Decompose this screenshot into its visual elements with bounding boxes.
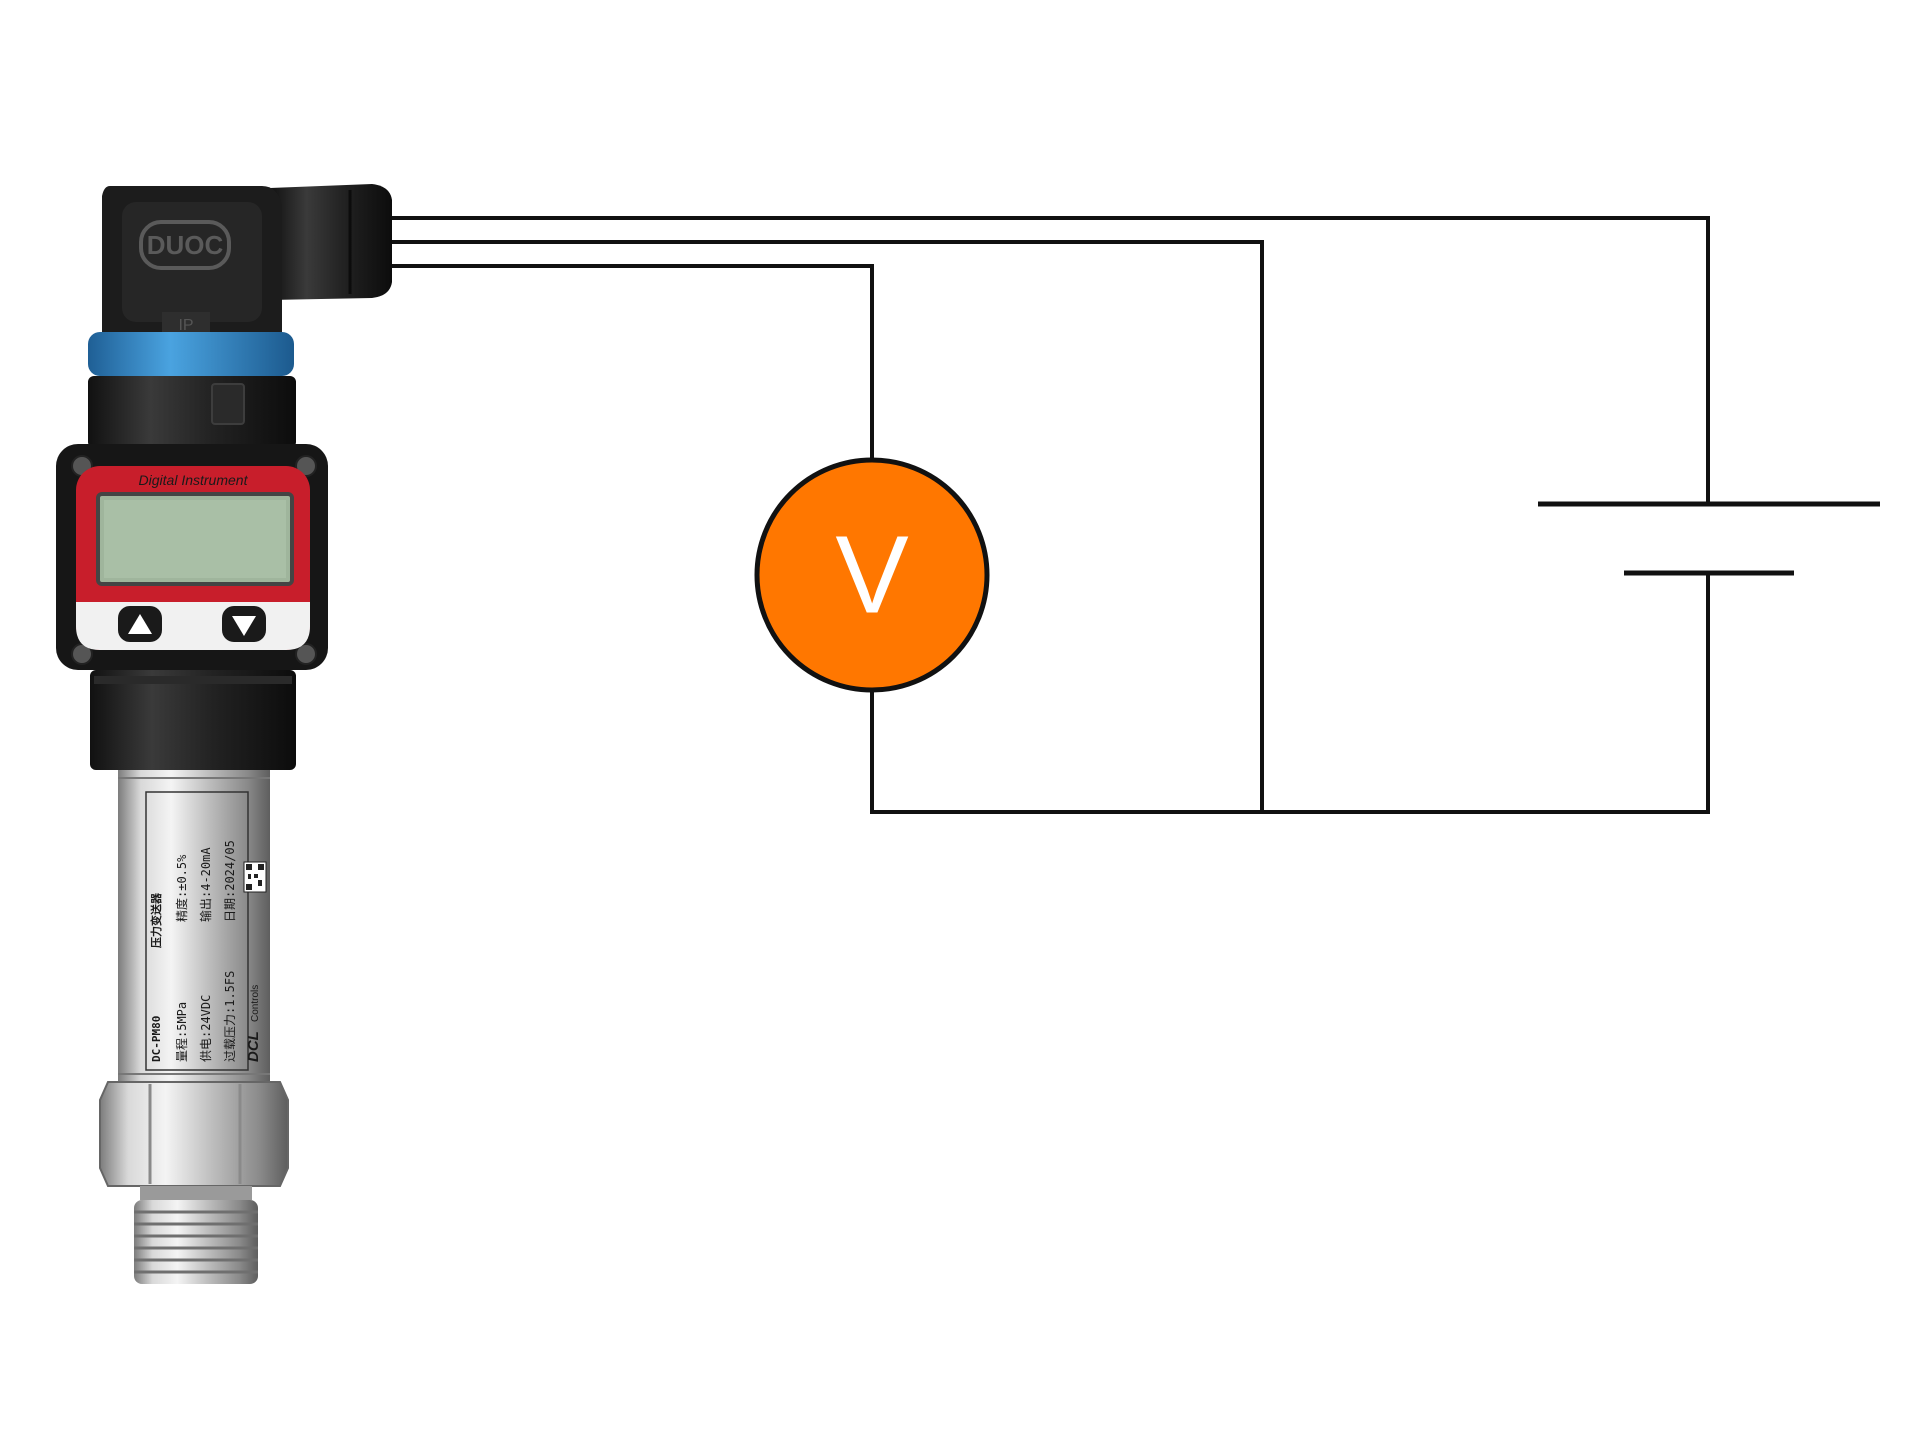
label-output: 输出:4-20mA bbox=[198, 847, 213, 922]
connector-brand-text: DUOC bbox=[147, 230, 224, 260]
connector-mark-text: IP bbox=[178, 317, 193, 334]
label-supply: 供电:24VDC bbox=[199, 995, 213, 1062]
voltmeter: V bbox=[754, 457, 990, 693]
label-brand: DCL bbox=[245, 1031, 262, 1062]
wire-bottom bbox=[390, 264, 874, 462]
label-date: 日期:2024/05 bbox=[223, 840, 237, 922]
display-header-text: Digital Instrument bbox=[139, 472, 249, 488]
label-overload: 过载压力:1.5FS bbox=[223, 971, 237, 1062]
nameplate: DC-PM80 压力变送器 量程:5MPa 精度:±0.5% 供电:24VDC … bbox=[145, 791, 267, 1071]
wiring bbox=[390, 216, 1710, 814]
lower-housing bbox=[90, 670, 296, 770]
connector-logo-badge bbox=[139, 220, 231, 270]
label-product: 压力变送器 bbox=[149, 892, 163, 948]
triangle-up-icon bbox=[128, 614, 152, 634]
label-accuracy: 精度:±0.5% bbox=[174, 854, 189, 922]
threaded-fitting bbox=[134, 1200, 258, 1284]
pressure-transmitter: DUOC IP Digital Instrument bbox=[56, 184, 392, 1284]
label-range: 量程:5MPa bbox=[174, 1002, 189, 1062]
voltmeter-symbol: V bbox=[835, 514, 908, 637]
hex-nut bbox=[99, 1081, 289, 1187]
upper-housing bbox=[88, 376, 296, 448]
qr-code bbox=[243, 861, 267, 893]
label-brand-sub: Controls bbox=[250, 985, 261, 1022]
wire-middle bbox=[390, 240, 1264, 814]
label-model: DC-PM80 bbox=[150, 1016, 163, 1062]
battery-symbol bbox=[1538, 501, 1880, 576]
triangle-down-icon bbox=[232, 616, 256, 636]
cable-gland bbox=[270, 184, 392, 300]
wire-top bbox=[390, 216, 1710, 504]
wire-voltmeter-return bbox=[870, 571, 1710, 814]
voltmeter-circle bbox=[754, 457, 990, 693]
steel-body bbox=[118, 770, 270, 1082]
blue-seal-ring bbox=[88, 332, 294, 376]
